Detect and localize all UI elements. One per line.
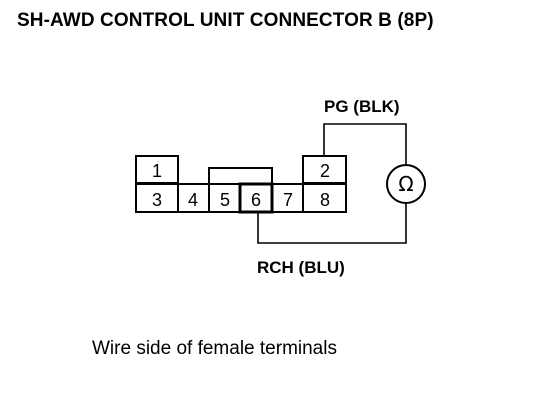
pin-label: 6	[251, 190, 261, 210]
pin-label: 1	[152, 161, 162, 181]
pin-label: 4	[188, 190, 198, 210]
ohm-symbol: Ω	[398, 172, 413, 196]
pin-label: 5	[220, 190, 230, 210]
pin-label: 2	[320, 161, 330, 181]
rch-wire-label: RCH (BLU)	[257, 258, 345, 277]
rch-wire	[257, 203, 407, 244]
pg-wire-label: PG (BLK)	[324, 97, 400, 116]
pg-wire	[323, 123, 407, 165]
pin-label: 8	[320, 190, 330, 210]
pin-6-cavity	[238, 182, 274, 214]
diagram-caption: Wire side of female terminals	[92, 338, 337, 359]
pin-label: 3	[152, 190, 162, 210]
ohmmeter-icon	[386, 164, 426, 204]
pin-label: 7	[283, 190, 293, 210]
connector-latch	[208, 167, 273, 184]
diagram-title: SH-AWD CONTROL UNIT CONNECTOR B (8P)	[17, 10, 434, 31]
